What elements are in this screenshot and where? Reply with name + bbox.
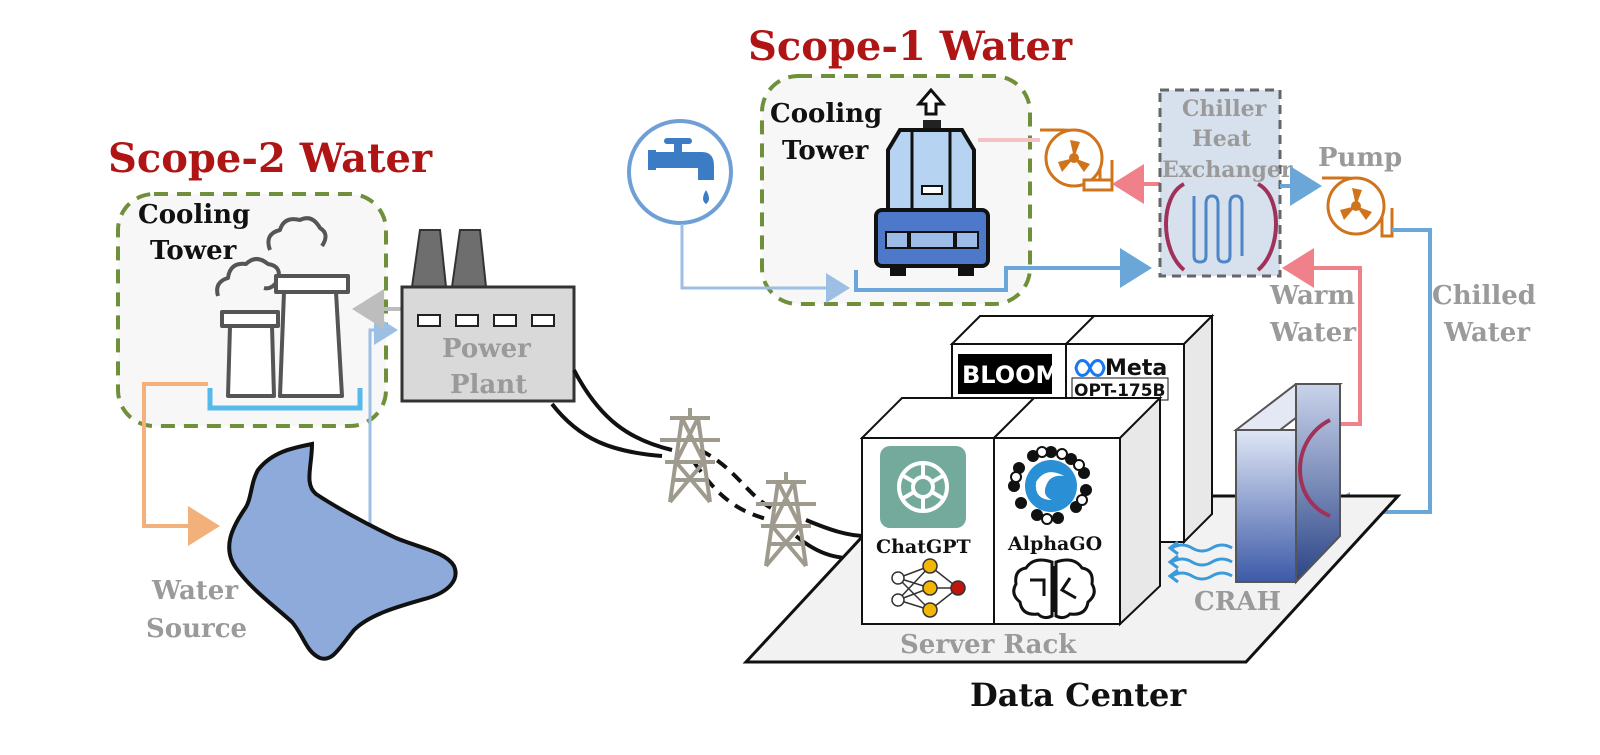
chiller-label-2: Heat xyxy=(1192,126,1252,152)
power-plant-label-2: Plant xyxy=(450,370,527,400)
brain-chip-icon xyxy=(1012,558,1096,620)
water-source-lake xyxy=(227,441,458,661)
scope1-cooling-label-2: Tower xyxy=(782,136,869,166)
warm-water-label-2: Water xyxy=(1269,318,1356,348)
chilled-water-label-1: Chilled xyxy=(1432,281,1536,311)
cooling-tower-icon xyxy=(215,216,350,398)
orange-return-pipe xyxy=(142,382,220,546)
rack-chatgpt: ChatGPT xyxy=(859,397,1037,625)
bloom-logo: BLOOM xyxy=(962,361,1059,389)
opt-label: OPT-175B xyxy=(1074,381,1166,401)
chiller-label-1: Chiller xyxy=(1182,96,1267,122)
scope2-title: Scope-2 Water xyxy=(108,135,433,182)
water-source-label-2: Source xyxy=(146,614,247,644)
chilled-water-pipe xyxy=(1318,228,1432,532)
chiller-coil-right xyxy=(1256,182,1278,272)
data-center-label: Data Center xyxy=(970,676,1187,714)
water-source-label-1: Water xyxy=(151,576,238,606)
power-lines xyxy=(550,369,867,561)
scope1-cooling-label-1: Cooling xyxy=(770,99,882,129)
alphago-logo-icon xyxy=(1008,446,1092,525)
power-plant-icon xyxy=(400,229,576,403)
openai-logo-icon xyxy=(897,461,949,513)
crah-unit xyxy=(1233,383,1343,585)
server-rack-label: Server Rack xyxy=(900,630,1077,660)
chatgpt-label: ChatGPT xyxy=(876,536,971,558)
pylon-icon xyxy=(756,472,816,568)
tap-supply-pipe xyxy=(680,224,850,303)
chiller-coil-left xyxy=(1164,182,1186,272)
scope2-cooling-label-2: Tower xyxy=(150,236,237,266)
meta-logo: Meta xyxy=(1105,356,1167,381)
pylon-icon xyxy=(660,408,720,504)
neural-network-icon xyxy=(891,558,966,618)
cooling-tower-icon xyxy=(874,87,990,276)
pump-icon xyxy=(1040,128,1114,192)
airflow-icon xyxy=(1167,540,1233,584)
warm-water-label-1: Warm xyxy=(1269,281,1355,311)
chilled-water-label-2: Water xyxy=(1443,318,1530,348)
scope2-basin xyxy=(207,388,363,411)
crah-label: CRAH xyxy=(1194,587,1281,617)
scope1-title: Scope-1 Water xyxy=(748,23,1073,70)
pump-label: Pump xyxy=(1318,143,1402,173)
chiller-label-3: Exchanger xyxy=(1162,157,1293,183)
power-plant-label-1: Power xyxy=(442,334,531,364)
rack-alphago: AlphaGO xyxy=(991,395,1163,627)
alphago-label: AlphaGO xyxy=(1007,533,1102,555)
chiller-serpentine xyxy=(1192,194,1244,264)
pump-icon xyxy=(1322,176,1394,238)
warm-return-pipe xyxy=(1282,248,1362,426)
faucet-icon xyxy=(627,119,733,225)
tower-basin-pipe xyxy=(854,248,1152,292)
scope2-cooling-label-1: Cooling xyxy=(138,200,250,230)
